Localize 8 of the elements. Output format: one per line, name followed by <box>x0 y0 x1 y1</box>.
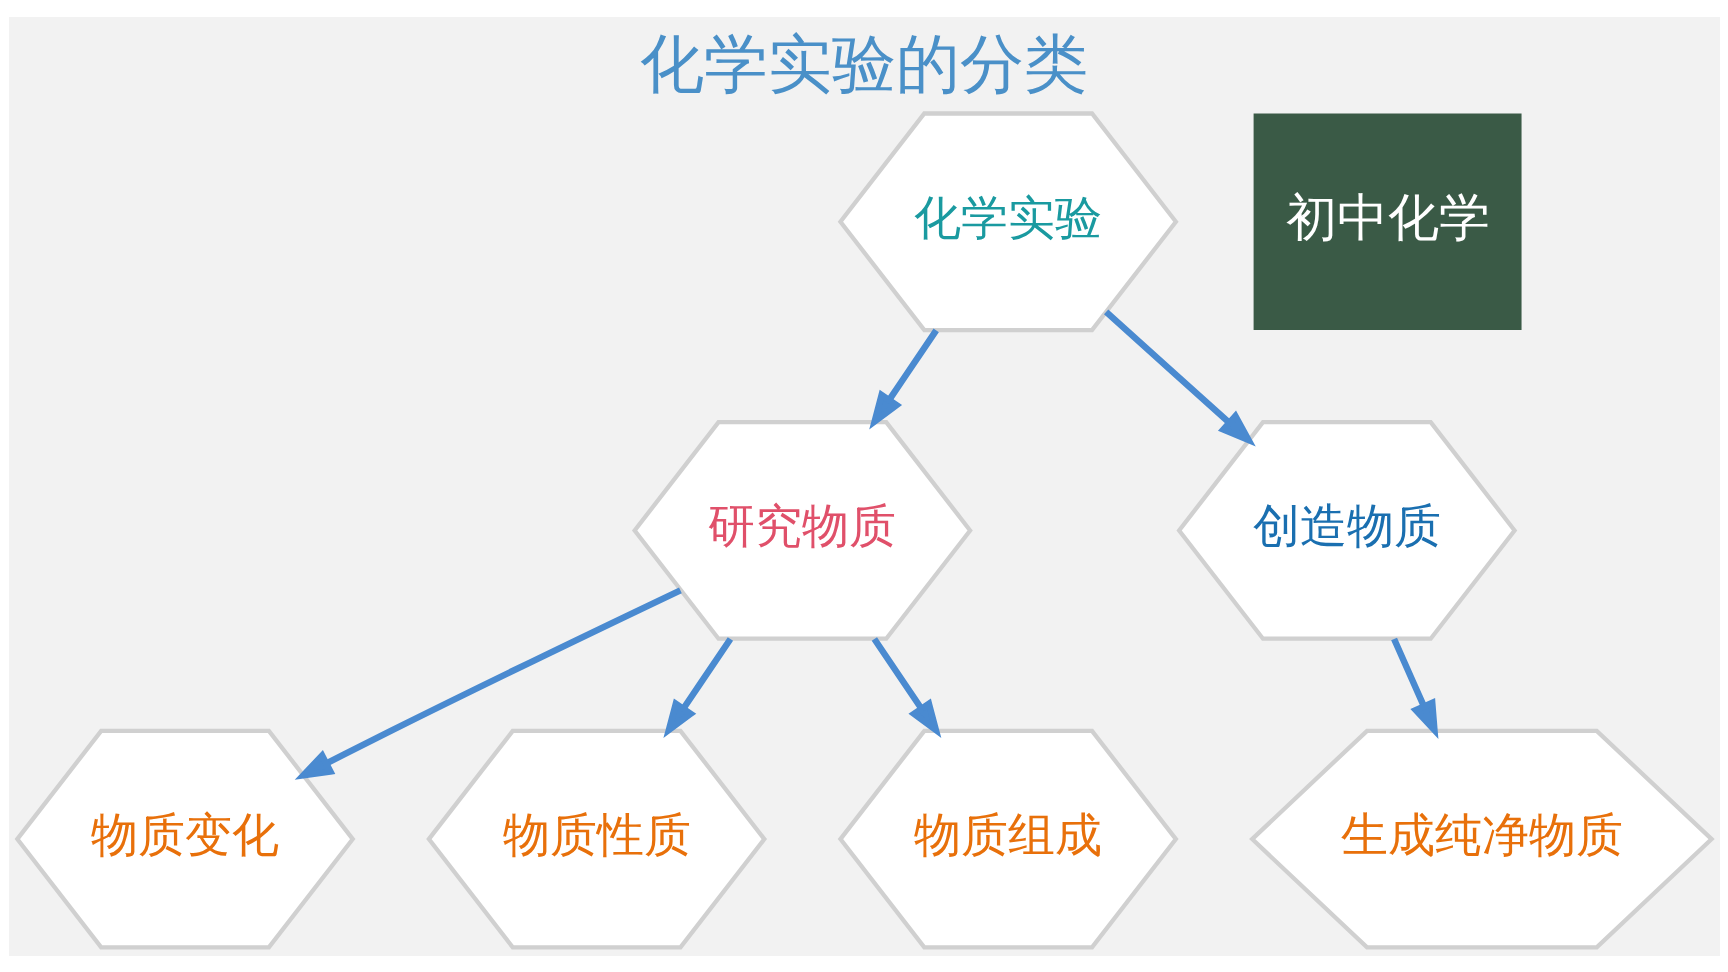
arrow <box>1103 309 1256 446</box>
arrow <box>868 328 939 429</box>
arrow <box>662 636 733 738</box>
diagram-title: 化学实验的分类 <box>640 25 1088 101</box>
arrow <box>294 586 682 780</box>
arrow <box>871 636 941 738</box>
arrow <box>1390 637 1438 739</box>
label: 初中化学 <box>1285 186 1490 247</box>
